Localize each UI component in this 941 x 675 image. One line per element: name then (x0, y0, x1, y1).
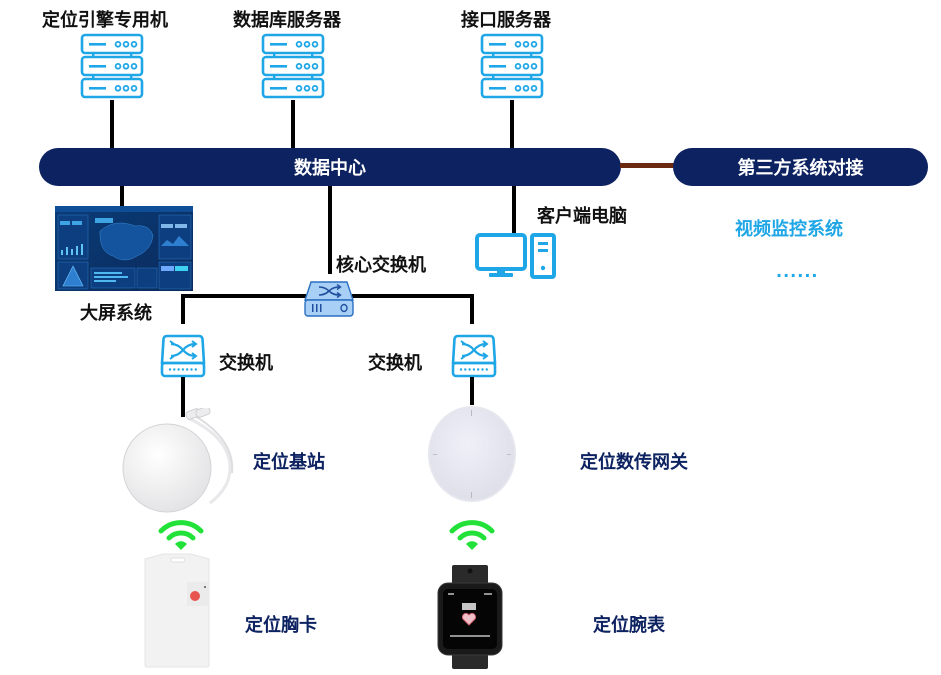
badge-card-label: 定位胸卡 (245, 615, 317, 636)
switch-label-right: 交换机 (368, 353, 422, 374)
server-label-engine: 定位引擎专用机 (42, 10, 168, 31)
gateway-device[interactable] (426, 404, 518, 504)
switch-icon[interactable] (160, 333, 206, 379)
server-rack-icon[interactable] (80, 33, 144, 101)
big-screen-label: 大屏系统 (80, 303, 152, 324)
server-rack-icon[interactable] (480, 33, 544, 101)
server-rack-icon[interactable] (261, 33, 325, 101)
client-pc-label: 客户端电脑 (537, 206, 627, 227)
connector-line (291, 100, 295, 150)
connector-line (510, 100, 514, 150)
server-label-interface: 接口服务器 (461, 10, 551, 31)
connector-line (328, 186, 332, 274)
smart-watch-device[interactable] (434, 563, 506, 671)
third-party-item-video: 视频监控系统 (735, 219, 843, 240)
badge-card-device[interactable] (141, 549, 213, 669)
core-switch-icon[interactable] (303, 280, 355, 318)
third-party-item-more: ...... (776, 262, 819, 281)
connector-line (120, 186, 124, 210)
gateway-label: 定位数传网关 (580, 452, 688, 473)
third-party-link-line (620, 163, 674, 168)
third-party-bar[interactable]: 第三方系统对接 (673, 148, 928, 186)
switch-label-left: 交换机 (219, 353, 273, 374)
connector-line (110, 100, 114, 150)
connector-line (470, 294, 474, 324)
wifi-signal-icon (449, 519, 495, 551)
third-party-label: 第三方系统对接 (737, 158, 864, 179)
connector-line (181, 294, 185, 324)
desktop-computer-icon[interactable] (475, 233, 557, 279)
big-screen-dashboard-image[interactable] (55, 206, 193, 291)
core-switch-label: 核心交换机 (336, 255, 426, 276)
connector-line (352, 294, 474, 298)
connector-line (512, 186, 516, 234)
switch-icon[interactable] (451, 333, 497, 379)
data-center-label: 数据中心 (294, 158, 366, 179)
connector-line (181, 377, 185, 417)
data-center-bar[interactable]: 数据中心 (39, 148, 621, 186)
base-station-device[interactable] (120, 408, 245, 523)
connector-line (181, 294, 306, 298)
connector-line (470, 377, 474, 405)
base-station-label: 定位基站 (253, 452, 325, 473)
smart-watch-label: 定位腕表 (593, 615, 665, 636)
server-label-database: 数据库服务器 (233, 10, 341, 31)
wifi-signal-icon (158, 519, 204, 551)
